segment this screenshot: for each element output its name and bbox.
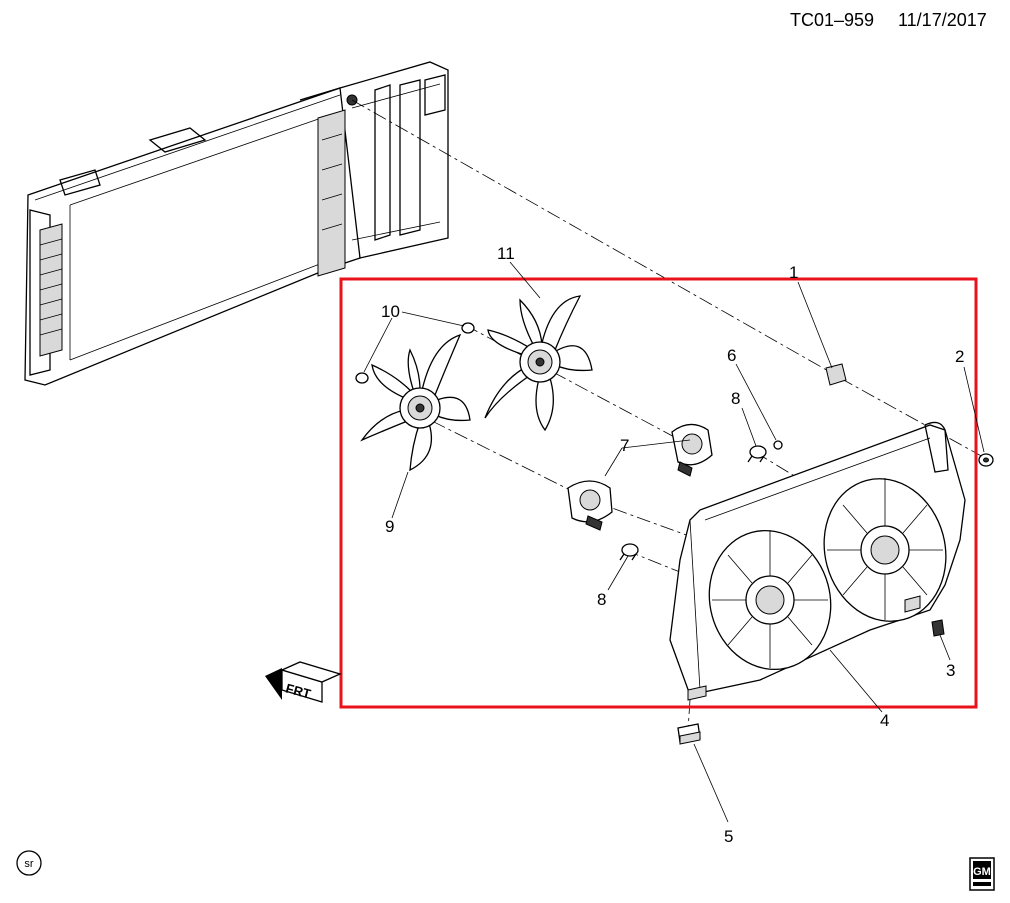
callout-labels: 1 2 3 4 5 6 7 8 8 9 10 11 [381,244,964,846]
nut [773,440,783,450]
sr-badge: sr [16,850,42,876]
callout-9: 9 [385,517,394,536]
fan-retainer [355,322,475,384]
fan-blade-rear [484,295,593,432]
bolt-upper [747,445,767,463]
insulator [825,363,847,386]
sr-badge-label: sr [24,858,34,870]
fan-shroud [669,421,966,701]
callout-3: 3 [946,661,955,680]
callout-11: 11 [497,244,515,263]
callout-6: 6 [727,346,736,365]
clip-side [931,619,945,637]
gm-logo: GM [969,857,995,891]
callout-8-lower: 8 [597,590,606,609]
callout-7: 7 [620,436,629,455]
drawing-id: TC01–959 [790,10,874,30]
callout-5: 5 [724,827,733,846]
fan-blade-front [360,333,471,472]
washer [978,453,994,467]
radiator-support-frame [24,61,449,386]
clip-lower [677,723,701,745]
front-marker-label: FRT [284,681,312,702]
callout-1: 1 [789,263,798,282]
gm-logo-label: GM [973,866,991,878]
fan-motor-upper [671,423,713,477]
front-direction-marker: FRT [265,661,342,703]
fan-motor-lower [567,480,613,531]
callout-10: 10 [381,302,400,321]
drawing-date: 11/17/2017 [898,10,987,30]
callout-4: 4 [880,711,889,730]
highlight-box [339,277,978,709]
callout-8-upper: 8 [731,389,740,408]
leader-lines [363,261,985,823]
callout-2: 2 [955,347,964,366]
bolt-lower [619,543,639,561]
